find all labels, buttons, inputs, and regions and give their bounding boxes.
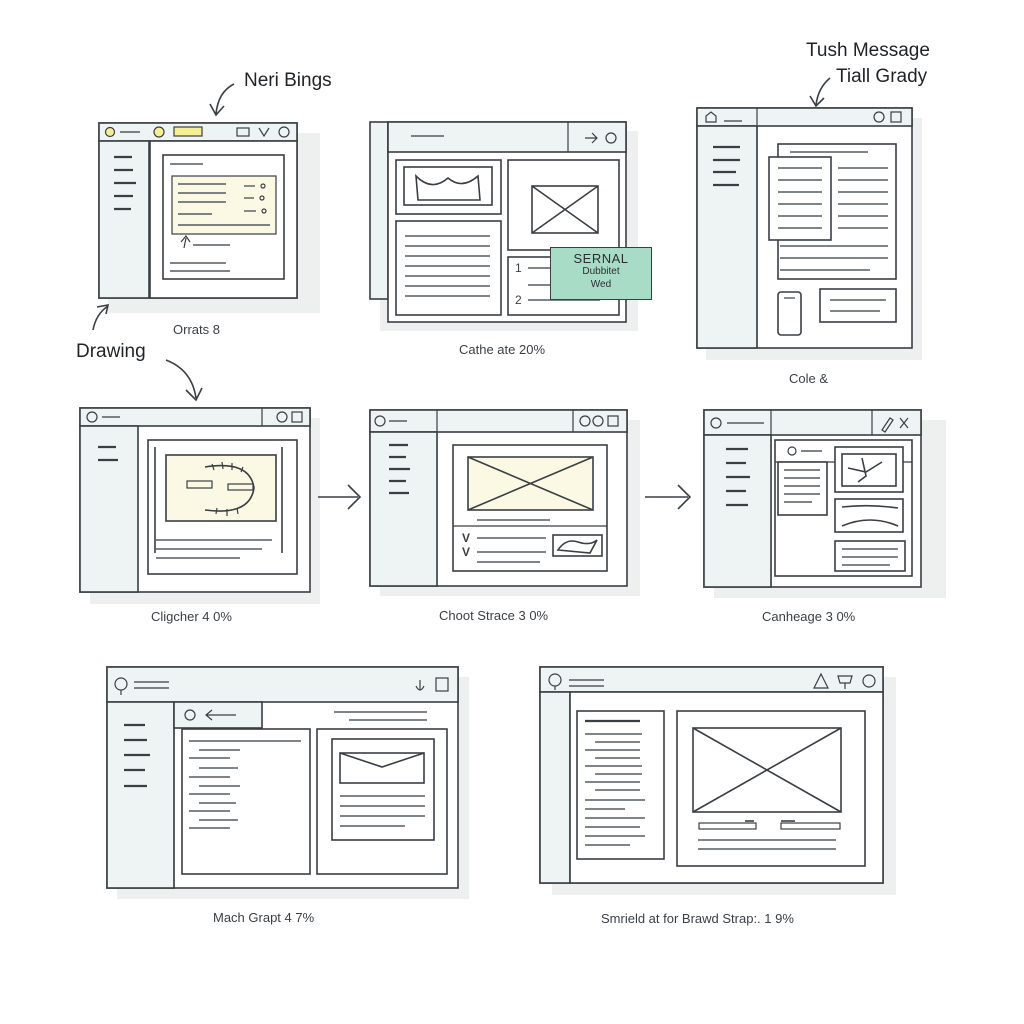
caption-panel-7: Mach Grapt 4 7%: [213, 910, 315, 925]
search-icon: [86, 411, 98, 423]
toolbar-icon: [236, 127, 250, 137]
pencil-icon: [881, 417, 894, 433]
sticky-note-line: Wed: [590, 279, 612, 290]
image-placeholder-icon: [415, 173, 481, 201]
clock-icon: [862, 674, 876, 688]
caption-panel-3: Cole &: [789, 371, 829, 386]
caption-panel-6: Canheage 3 0%: [762, 609, 856, 624]
microphone-icon: [415, 680, 425, 691]
wireframe-panel-7: [106, 666, 469, 899]
caption-panel-1: Orrats 8: [173, 322, 220, 337]
sticky-note: SERNAL Dubbitet Wed: [550, 247, 652, 300]
annotation-drawing: Drawing: [76, 341, 146, 362]
list-marker: 1: [515, 261, 522, 275]
caption-panel-5: Choot Strace 3 0%: [439, 608, 549, 623]
search-icon: [374, 415, 386, 427]
search-icon: [787, 446, 797, 456]
wireframe-panel-5: [369, 409, 640, 596]
envelope-icon: [339, 752, 425, 768]
settings-icon: [276, 411, 288, 423]
annotation-arrow-icon: [809, 77, 831, 108]
toolbar-icon: [890, 111, 902, 123]
sticky-note-title: SERNAL: [573, 251, 629, 266]
phone-icon: [777, 291, 802, 336]
address-bar: [173, 126, 203, 137]
settings-icon: [873, 111, 885, 123]
annotation-tiall-grady: Tiall Grady: [836, 66, 928, 87]
window-dot-icon: [104, 126, 116, 138]
wireframe-panel-4: [79, 407, 320, 604]
caption-panel-8: Smrield at for Brawd Strap:. 1 9%: [601, 911, 794, 926]
wireframe-panel-3: [696, 107, 922, 360]
lamp-icon: [837, 675, 853, 689]
home-icon: [705, 111, 717, 123]
annotation-tush-message: Tush Message: [806, 40, 930, 61]
close-icon: [899, 417, 909, 429]
annotation-arrow-icon: [165, 359, 203, 402]
sticky-note-line: Dubbitet: [582, 266, 620, 277]
wireframe-panel-1: [98, 122, 320, 313]
settings-icon: [605, 132, 617, 144]
window-dot-icon: [592, 415, 604, 427]
list-marker: V: [462, 545, 471, 559]
annotation-arrow-icon: [209, 83, 235, 117]
list-marker: 2: [515, 293, 522, 307]
forward-icon: [585, 132, 598, 144]
toolbar-icon: [607, 415, 619, 427]
annotation-arrow-icon: [92, 303, 110, 331]
cursor-icon: [180, 234, 191, 249]
toolbar-icon: [291, 411, 303, 423]
caption-panel-2: Cathe ate 20%: [459, 342, 546, 357]
caption-panel-4: Cligcher 4 0%: [151, 609, 232, 624]
window-dot-icon: [153, 126, 165, 138]
annotation-neri-bings: Neri Bings: [244, 70, 332, 91]
arrow-right-icon: [318, 484, 362, 510]
wireframe-panel-6: [703, 409, 946, 598]
image-placeholder-icon: [556, 539, 598, 554]
warning-icon: [813, 672, 829, 689]
arrow-left-icon: [205, 709, 236, 721]
wireframe-panel-8: [539, 666, 896, 895]
toolbar-icon: [435, 677, 449, 692]
chevron-down-icon: [258, 127, 270, 138]
window-dot-icon: [579, 415, 591, 427]
list-marker: V: [462, 531, 471, 545]
arrow-right-icon: [645, 484, 692, 510]
search-icon: [710, 417, 722, 429]
profile-icon: [278, 126, 290, 138]
back-icon: [184, 709, 196, 721]
